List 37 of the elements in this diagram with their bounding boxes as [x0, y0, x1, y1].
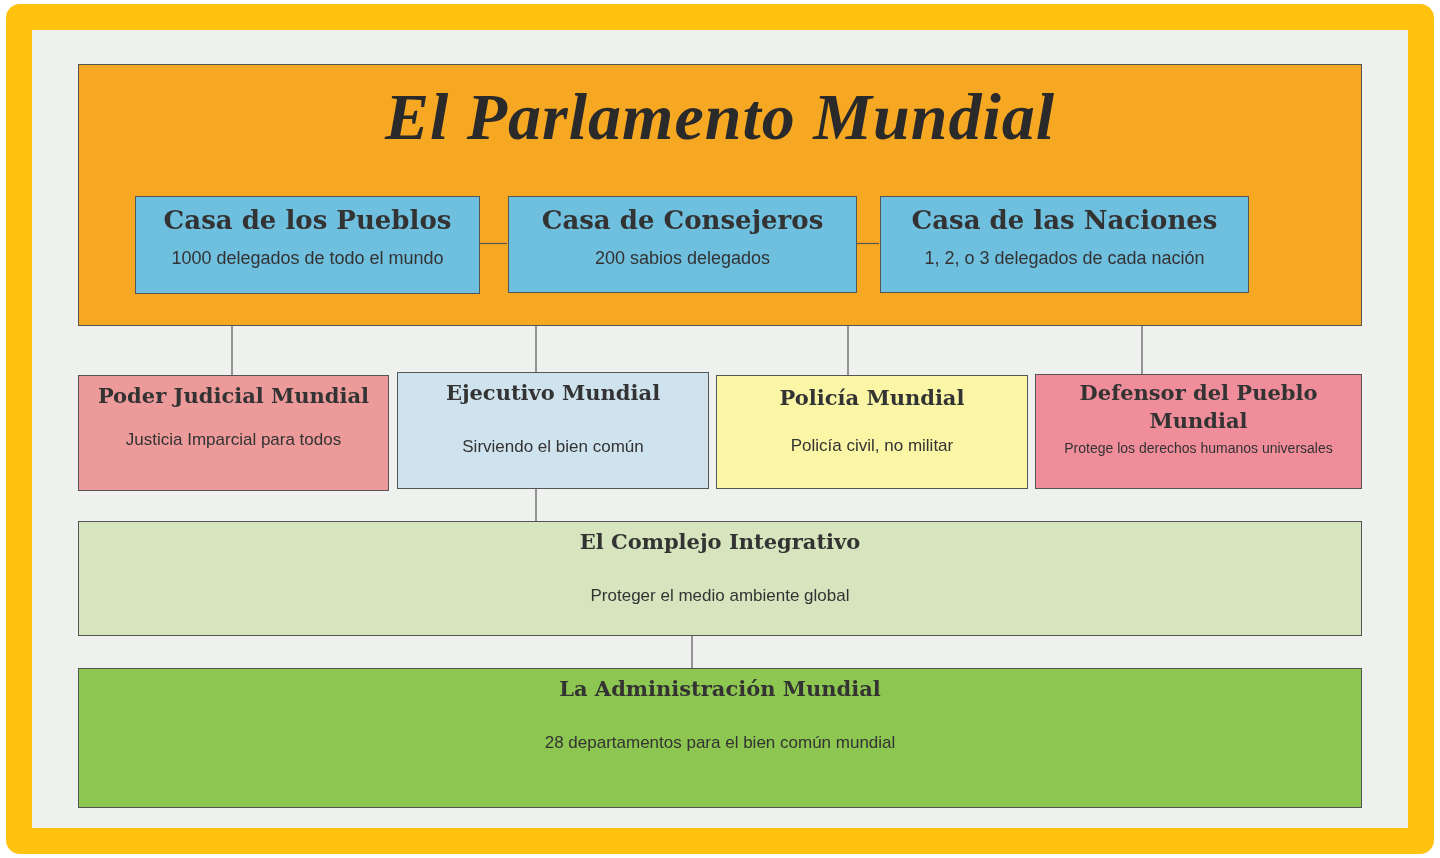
box-description: Proteger el medio ambiente global: [590, 586, 850, 607]
panel-heading: El Parlamento Mundial: [384, 79, 1056, 155]
box-description: Protege los derechos humanos universales: [1064, 439, 1333, 457]
connector-line: [847, 325, 849, 376]
box-description: 1, 2, o 3 delegados de cada nación: [924, 248, 1205, 270]
org-box: [78, 521, 1362, 636]
org-box: [78, 668, 1362, 808]
org-box: [78, 375, 389, 491]
connector-line: [231, 325, 233, 376]
org-box: [1035, 374, 1362, 489]
connector-line: [535, 488, 537, 522]
connector-line: [691, 635, 693, 669]
connector-line: [535, 325, 537, 373]
box-description: Justicia Imparcial para todos: [125, 430, 342, 451]
org-box: [880, 196, 1249, 293]
box-description: Sirviendo el bien común: [462, 437, 644, 458]
org-box: [716, 375, 1028, 489]
box-heading: Casa de las Naciones: [911, 204, 1218, 237]
org-box: [508, 196, 857, 293]
box-heading: El Complejo Integrativo: [579, 528, 861, 556]
org-box: [135, 196, 480, 294]
connector-line: [1141, 325, 1143, 375]
org-box: [397, 372, 709, 489]
box-heading: Ejecutivo Mundial: [445, 379, 661, 407]
box-heading: Casa de Consejeros: [541, 204, 824, 237]
box-description: 200 sabios delegados: [594, 248, 771, 270]
box-heading: La Administración Mundial: [559, 675, 881, 703]
box-heading: Poder Judicial Mundial: [97, 382, 370, 410]
connector-line: [478, 242, 508, 245]
box-description: Policía civil, no militar: [790, 436, 954, 457]
box-description: 28 departamentos para el bien común mundial: [544, 733, 896, 754]
box-heading: Casa de los Pueblos: [163, 204, 452, 237]
box-description: 1000 delegados de todo el mundo: [171, 248, 444, 270]
box-heading: Defensor del Pueblo Mundial: [1078, 379, 1319, 436]
box-heading: Policía Mundial: [779, 384, 965, 412]
parliament-panel: [78, 64, 1362, 326]
connector-line: [855, 242, 880, 245]
